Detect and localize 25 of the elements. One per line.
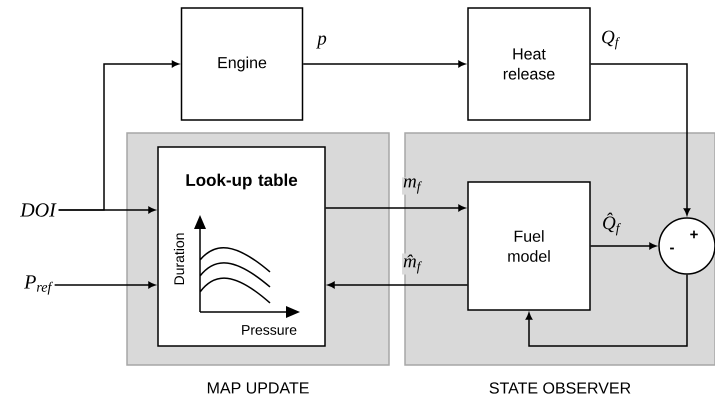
signal-label: Q$_{f}$ <box>600 30 620 50</box>
arrow <box>326 204 466 212</box>
arrow <box>58 206 156 214</box>
block-box: Engine <box>180 7 304 121</box>
arrow <box>526 274 688 347</box>
table-title: Look-up table <box>186 174 298 190</box>
input-label: DOI <box>20 203 57 217</box>
block-box: Fuel model <box>467 181 591 311</box>
axis-label: Pressure <box>242 325 296 335</box>
arrow <box>54 282 156 288</box>
arrow <box>590 242 656 250</box>
panel-title: STATE OBSERVER <box>490 382 630 394</box>
signal-label: m$_{f}$ <box>402 177 422 195</box>
sign-label: - <box>670 248 674 250</box>
arrow <box>303 60 466 68</box>
sign-label: + <box>690 230 698 238</box>
signal-label: p <box>316 34 328 50</box>
arrow <box>590 63 690 216</box>
arrow <box>328 282 468 288</box>
axis-label: Duration <box>174 233 184 284</box>
input-label: P$_{ref}$ <box>24 275 53 295</box>
block-box: Heat release <box>467 7 591 121</box>
signal-label: Q̂$_{f}$ <box>601 212 621 236</box>
panel-title: MAP UPDATE <box>208 382 309 394</box>
signal-label: m̂$_{f}$ <box>402 253 422 275</box>
